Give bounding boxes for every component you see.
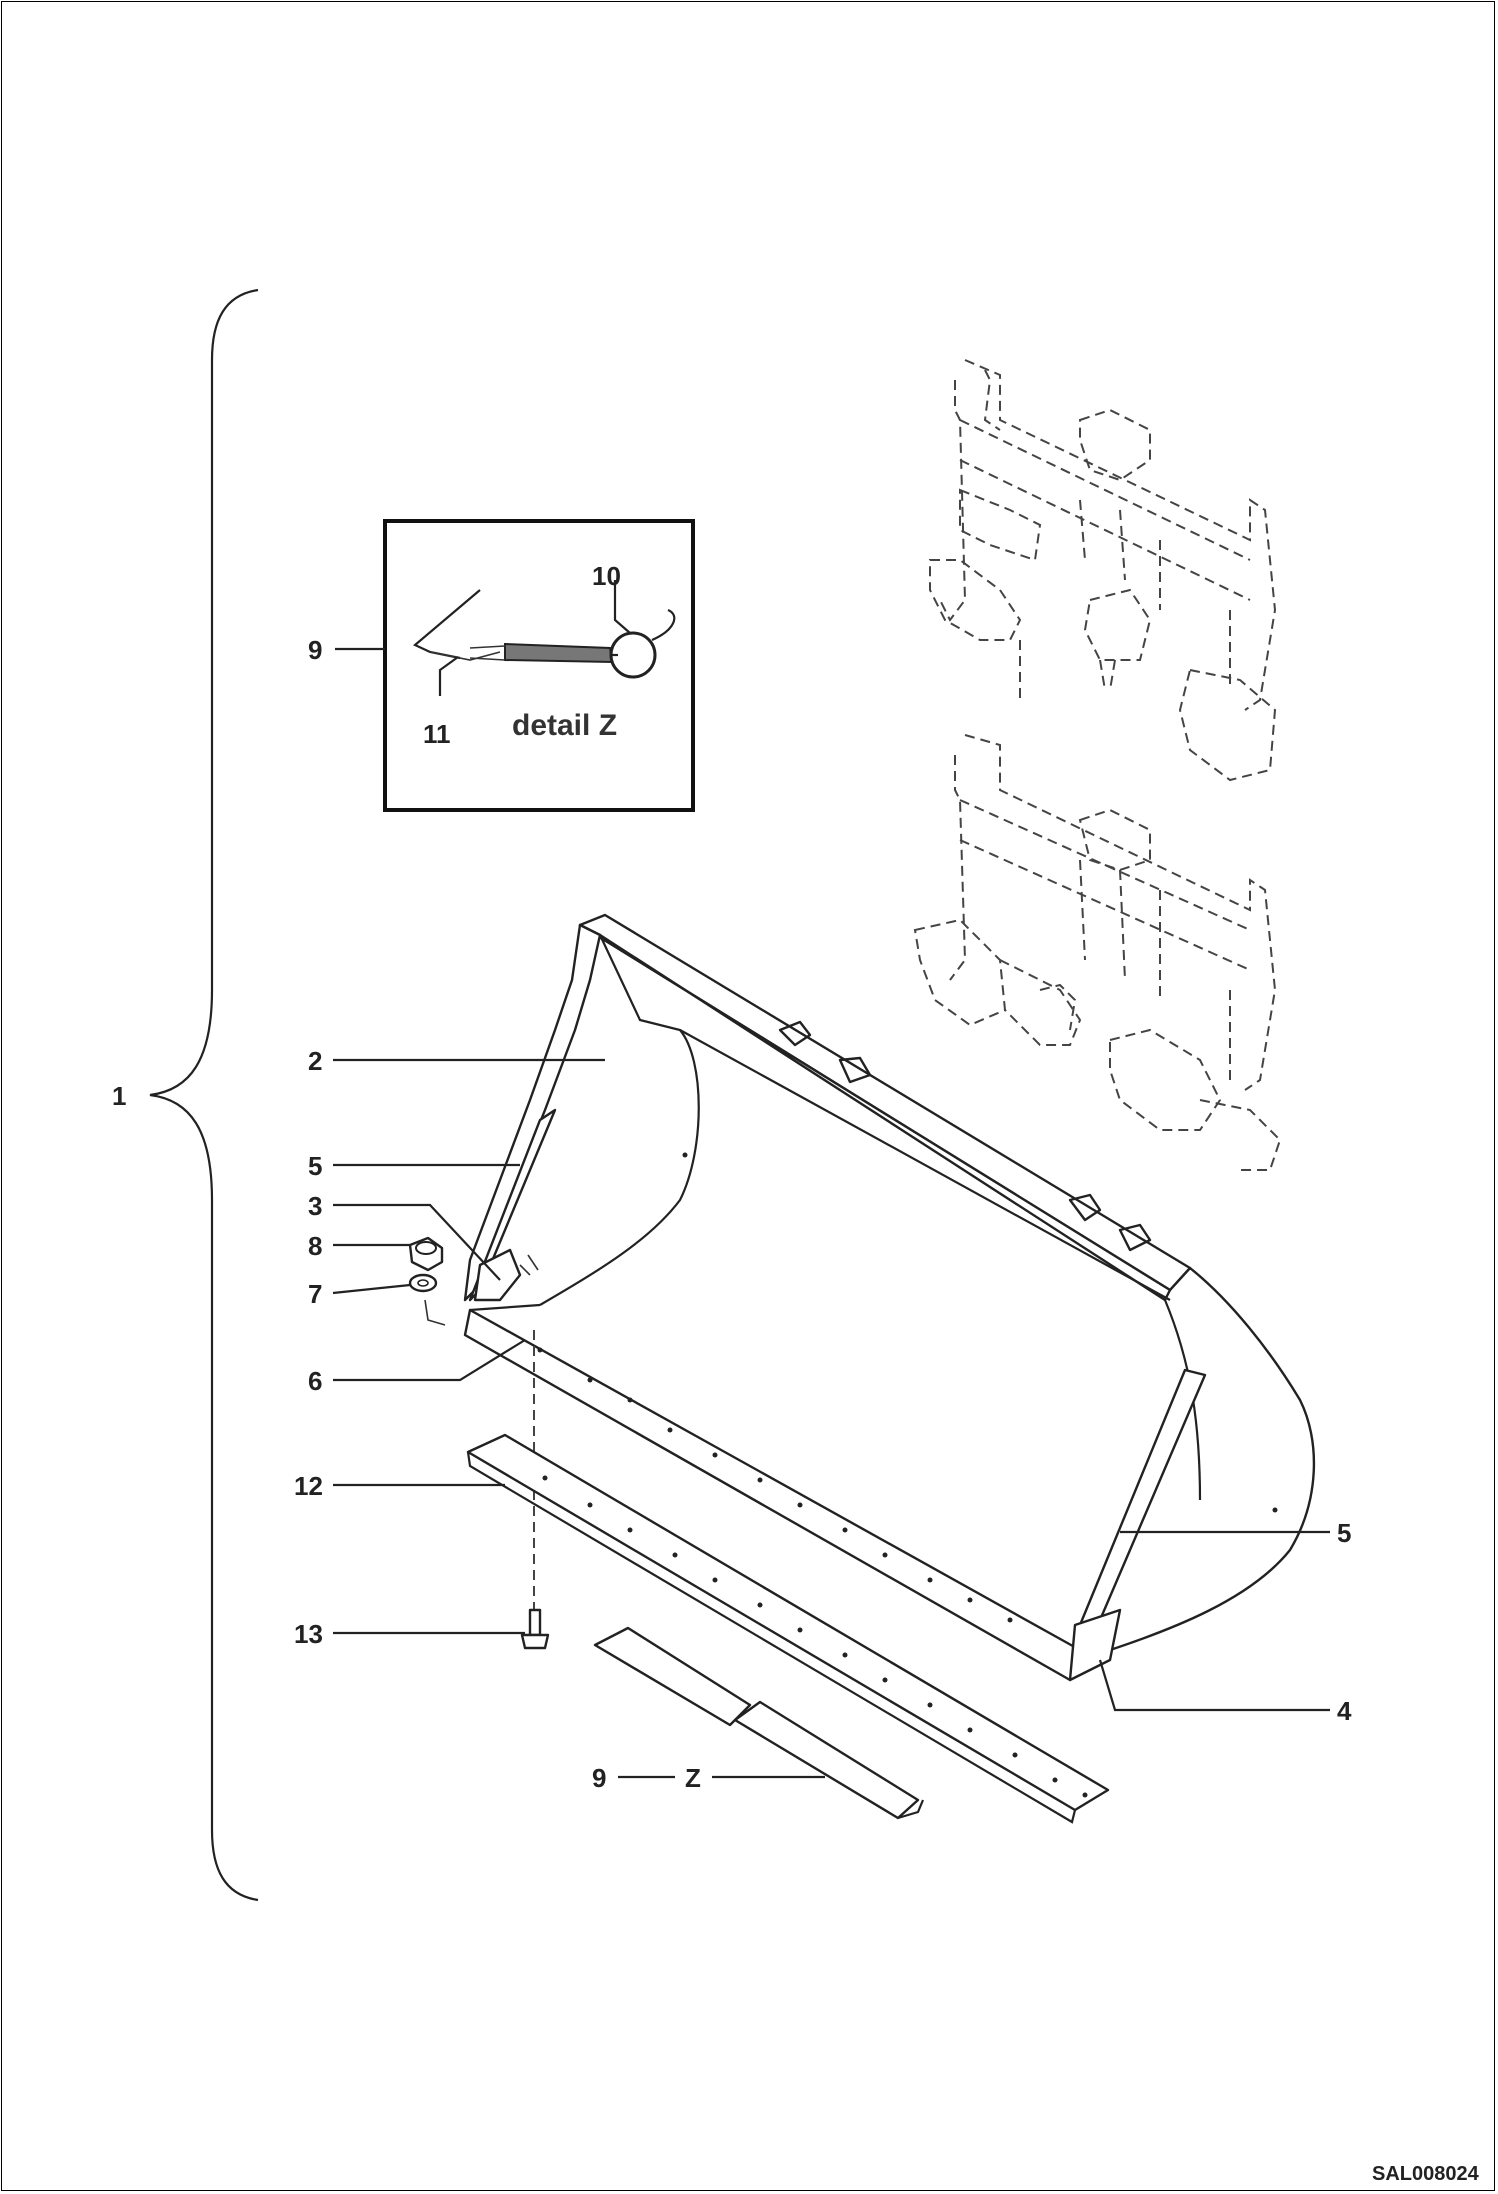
callout-5-left: 5: [308, 1151, 322, 1181]
quick-coupler-upper: [929, 359, 1277, 782]
callout-13: 13: [294, 1619, 323, 1649]
assembly-brace: [149, 288, 259, 1902]
callout-7: 7: [308, 1279, 322, 1309]
callout-6: 6: [308, 1366, 322, 1396]
cutting-edge-blade: [466, 1433, 1110, 1824]
detail-z-inset: [383, 519, 695, 812]
callout-12: 12: [294, 1471, 323, 1501]
callout-5-right: 5: [1337, 1518, 1351, 1548]
edge-protector-segment-2: [733, 1700, 925, 1820]
quick-coupler-lower: [913, 734, 1282, 1171]
callout-1: 1: [112, 1081, 126, 1111]
callout-9-detail: 9: [308, 635, 322, 665]
edge-protector-segment-1: [593, 1626, 752, 1727]
reference-code: SAL008024: [1372, 2163, 1480, 2185]
callout-8: 8: [308, 1231, 322, 1261]
callout-11: 11: [423, 719, 451, 749]
bucket: [463, 913, 1316, 1682]
callout-z: Z: [685, 1763, 701, 1793]
callout-4: 4: [1337, 1696, 1352, 1726]
leader-lines: [332, 580, 1330, 1779]
hex-nut: [408, 1236, 444, 1272]
callout-9-bottom: 9: [592, 1763, 606, 1793]
callout-3: 3: [308, 1191, 322, 1221]
plow-bolt: [520, 1608, 550, 1650]
detail-caption: detail Z: [512, 709, 617, 742]
callout-2: 2: [308, 1046, 322, 1076]
washer: [408, 1273, 438, 1293]
callout-10: 10: [592, 561, 621, 591]
